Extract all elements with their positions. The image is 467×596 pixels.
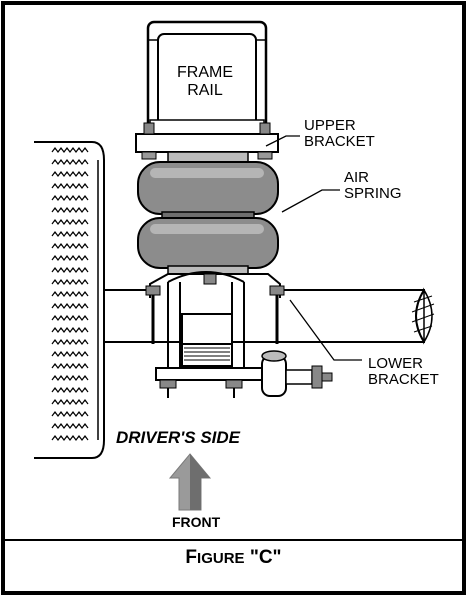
upper-bracket-label-line-1: UPPER (304, 117, 356, 134)
tread-mark (51, 231, 89, 237)
tread-mark (51, 363, 89, 369)
tread-mark (51, 303, 89, 309)
lower-bracket-label: LOWER BRACKET (368, 356, 439, 388)
tread-mark (51, 279, 89, 285)
lower-bracket-label-line-2: BRACKET (368, 371, 439, 388)
tread-mark (51, 195, 89, 201)
front-label: FRONT (172, 514, 221, 530)
tread-mark (51, 243, 89, 249)
tread-mark (51, 423, 89, 429)
frame-rail-label: FRAME RAIL (160, 64, 250, 100)
tread-mark (51, 351, 89, 357)
frame-rail-label-line-2: RAIL (187, 82, 223, 99)
tread-mark (51, 411, 89, 417)
axle (103, 287, 435, 345)
lower-bracket-label-line-1: LOWER (368, 355, 424, 372)
upper-bracket-label-line-2: BRACKET (304, 133, 375, 150)
tread-mark (51, 339, 89, 345)
tread-mark (51, 387, 89, 393)
drivers-side-label: DRIVER'S SIDE (116, 428, 241, 447)
tread-mark (51, 327, 89, 333)
tread-mark (51, 183, 89, 189)
air-spring-label-line-1: AIR (344, 169, 370, 186)
front-arrow (168, 453, 212, 511)
tread-mark (51, 219, 89, 225)
air-spring (137, 161, 279, 275)
figure-caption-rest: IGURE (197, 550, 245, 567)
tread-mark (51, 315, 89, 321)
tread-mark (51, 171, 89, 177)
figure-caption-initial: F (185, 547, 198, 568)
frame-rail-label-line-1: FRAME (177, 64, 233, 81)
tread-mark (51, 207, 89, 213)
upper-bracket (135, 122, 279, 163)
air-spring-label-line-2: SPRING (344, 185, 402, 202)
tread-mark (51, 435, 89, 441)
figure-caption: FIGURE "C" (0, 547, 467, 568)
air-spring-label: AIR SPRING (344, 170, 402, 202)
tread-mark (51, 399, 89, 405)
tread-mark (51, 255, 89, 261)
figure-caption-suffix: "C" (244, 547, 282, 568)
frame-rail (146, 20, 268, 136)
tread-mark (51, 147, 89, 153)
tread-mark (51, 291, 89, 297)
tread-mark (51, 375, 89, 381)
tread-mark (51, 267, 89, 273)
lower-bracket (145, 271, 333, 398)
tread-mark (51, 159, 89, 165)
callout-lines (265, 135, 362, 361)
upper-bracket-label: UPPER BRACKET (304, 118, 375, 150)
tire (34, 141, 105, 459)
